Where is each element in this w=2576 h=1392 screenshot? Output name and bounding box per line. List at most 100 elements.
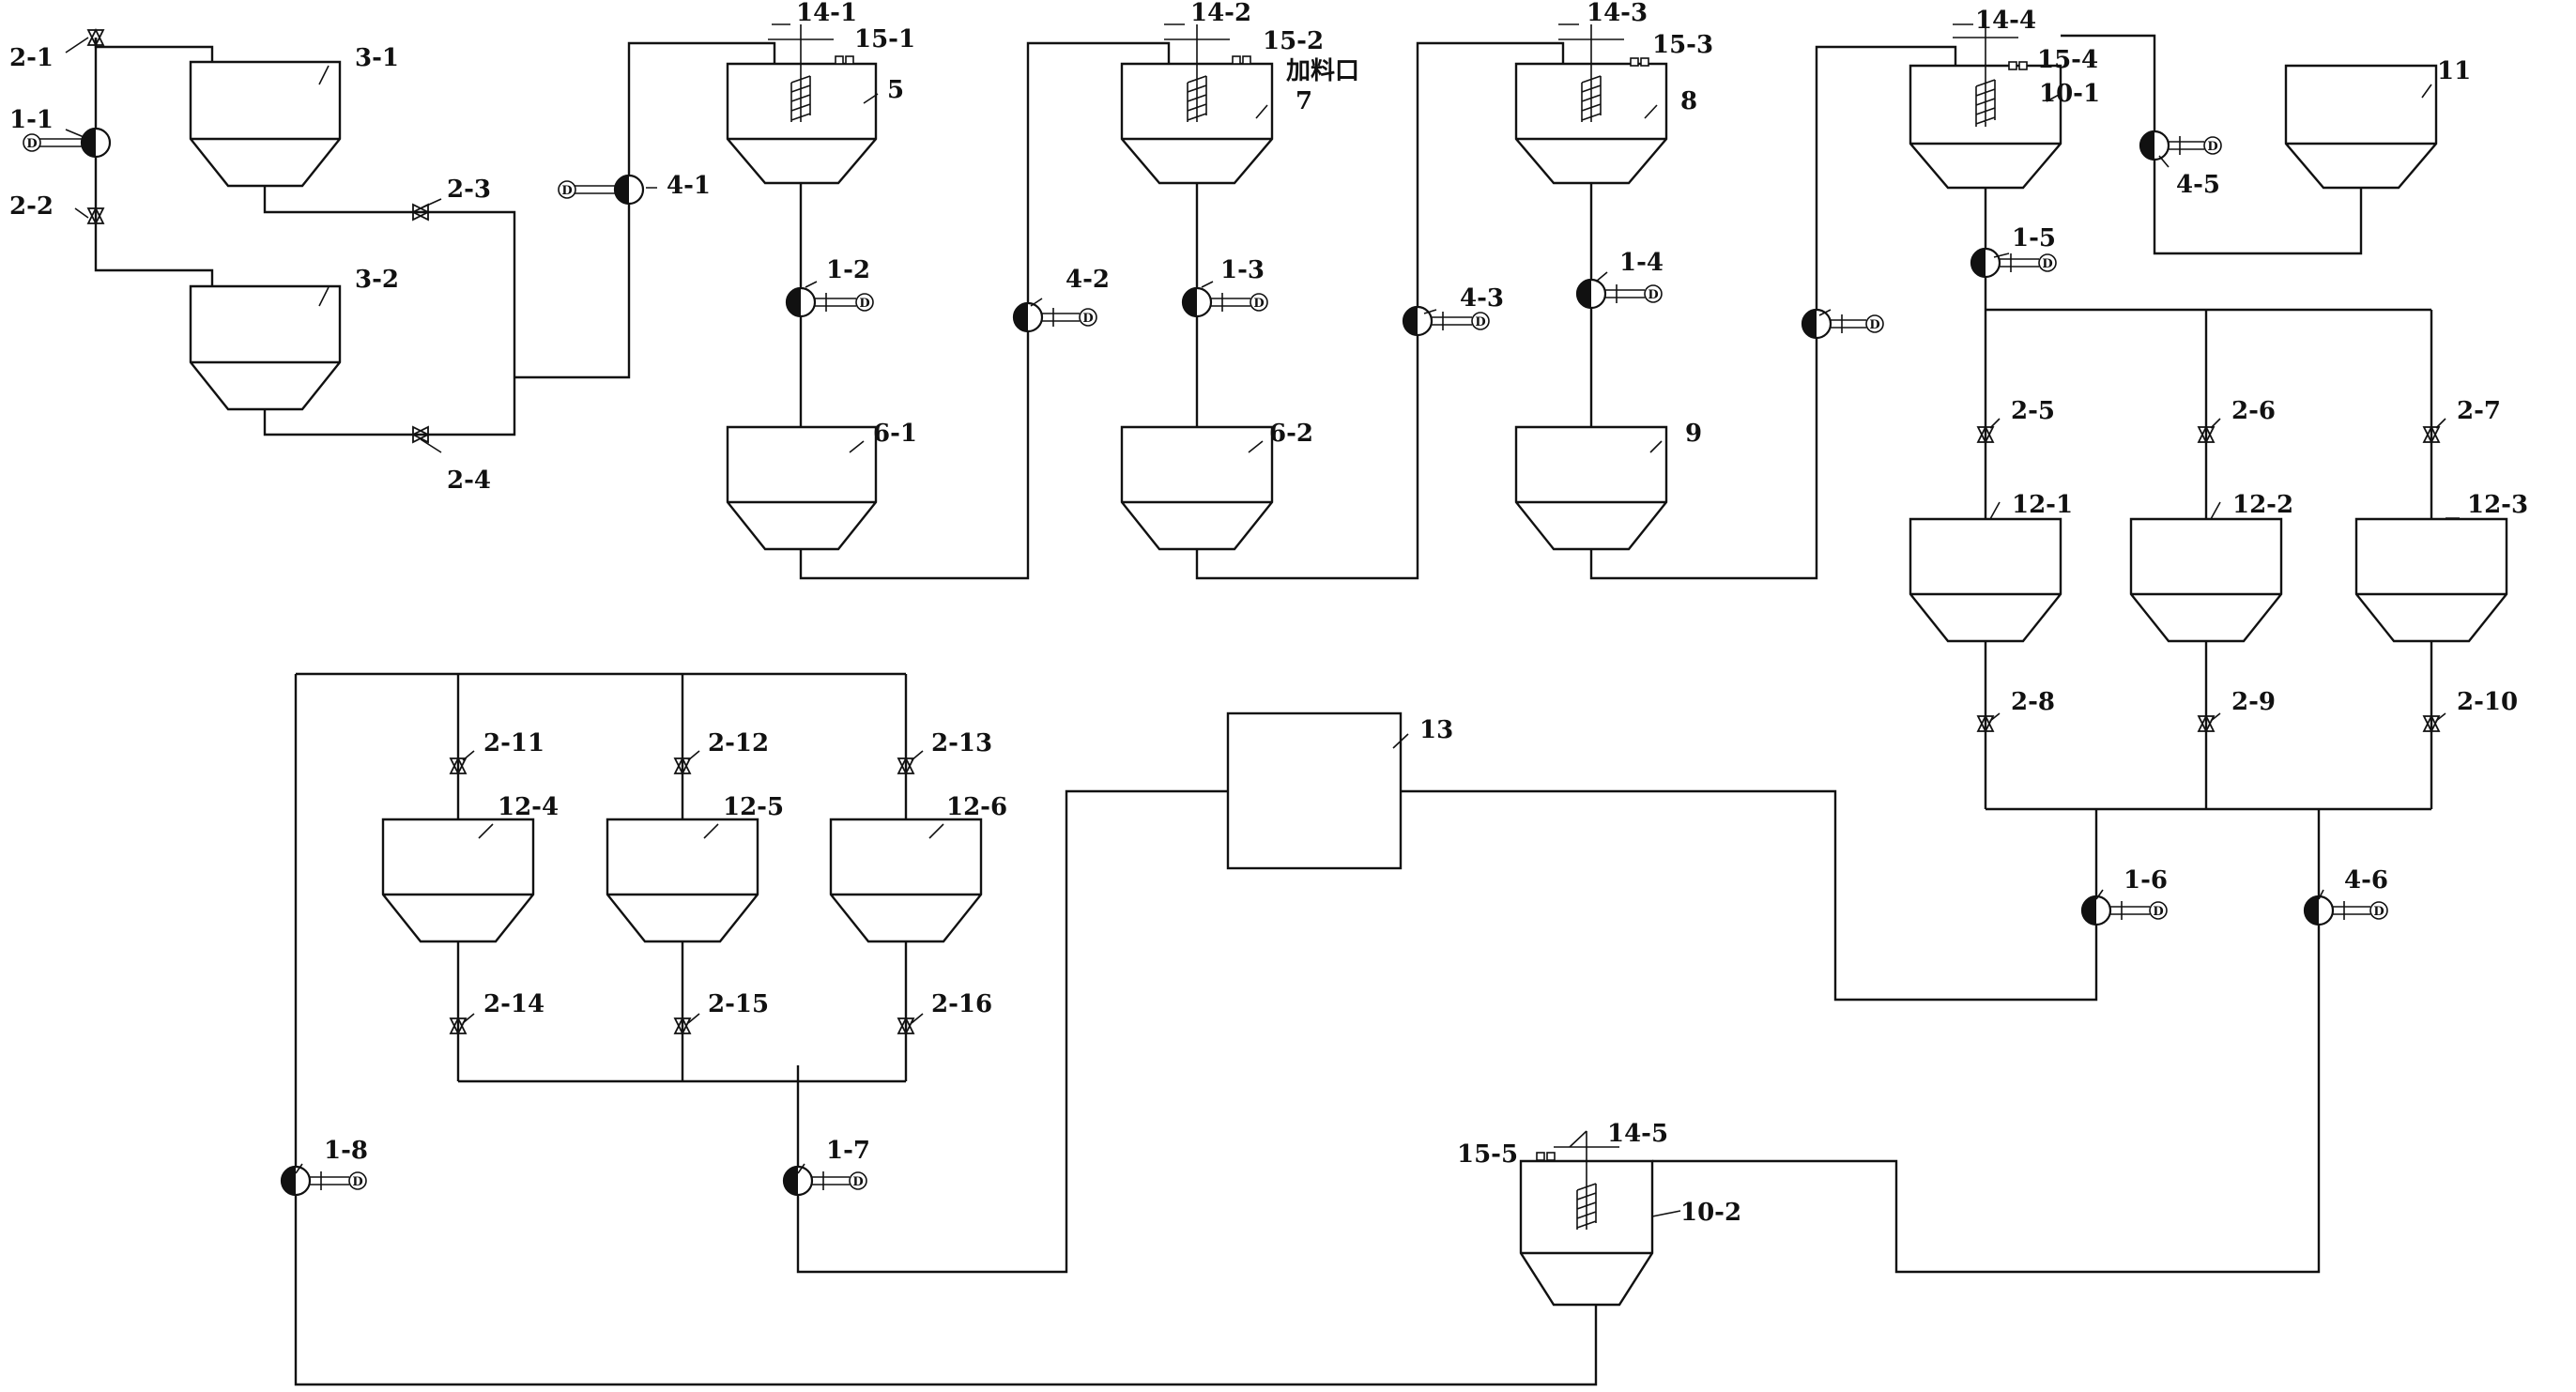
- tank-12-5: [606, 818, 759, 943]
- label-stirrer-14-3: 14-3: [1587, 0, 1648, 27]
- valve-2-5: [1976, 424, 1995, 445]
- label-pump-4-5: 4-5: [2176, 171, 2220, 199]
- label-valve-2-14: 2-14: [483, 990, 544, 1018]
- tank-6-1: [726, 425, 878, 551]
- tank-11: [2284, 64, 2438, 190]
- label-tank-6-1: 6-1: [873, 420, 917, 448]
- agitators: [768, 24, 2028, 1230]
- vessels: [189, 60, 2508, 1307]
- label-valve-2-5: 2-5: [2011, 397, 2055, 425]
- label-tank-12-6: 12-6: [946, 793, 1007, 821]
- motor-letter: D: [561, 184, 572, 198]
- label-stirrer-14-1: 14-1: [796, 0, 857, 27]
- pump-1-4: [1575, 278, 1663, 310]
- motor-letter: D: [26, 137, 37, 151]
- label-sensor-15-4: 15-4: [2037, 46, 2098, 74]
- label-pump-1-2: 1-2: [826, 256, 870, 284]
- label-valve-2-16: 2-16: [931, 990, 992, 1018]
- label-valve-2-12: 2-12: [708, 729, 769, 757]
- labels: 2-1 1-1 2-2 2-3 2-4 3-1 3-2 4-1 14-1 15-…: [9, 0, 2528, 1227]
- label-valve-2-3: 2-3: [447, 176, 491, 204]
- agitator-14-1: [768, 24, 854, 122]
- label-pump-1-8: 1-8: [324, 1137, 368, 1165]
- pump-4-6: [2303, 895, 2388, 926]
- unit-13: [1226, 711, 1403, 870]
- label-pump-1-4: 1-4: [1619, 249, 1664, 277]
- valve-2-14: [449, 1016, 468, 1036]
- pipe-network: [94, 34, 2433, 1386]
- label-valve-2-4: 2-4: [447, 467, 491, 495]
- tank-12-3: [2354, 517, 2508, 643]
- pump-1-8: [280, 1165, 367, 1197]
- tank-10-2: [1519, 1159, 1654, 1307]
- valve-2-11: [449, 756, 468, 776]
- valve-2-10: [2422, 713, 2441, 734]
- label-feed-port: 加料口: [1286, 57, 1359, 85]
- label-sensor-15-5: 15-5: [1457, 1140, 1518, 1169]
- tank-12-6: [829, 818, 983, 943]
- agitator-14-5: [1536, 1131, 1619, 1230]
- label-pump-1-7: 1-7: [826, 1137, 870, 1165]
- agitator-14-2: [1164, 24, 1251, 122]
- sensor-15-1: [835, 55, 844, 65]
- label-stirrer-14-2: 14-2: [1190, 0, 1251, 27]
- pumps: [23, 127, 2388, 1197]
- label-tank-12-3: 12-3: [2467, 491, 2528, 519]
- label-pump-1-1: 1-1: [9, 106, 54, 134]
- valve-2-15: [673, 1016, 692, 1036]
- tank-3-1: [189, 60, 342, 188]
- sensor-15-4: [2008, 61, 2017, 70]
- pipe-3-2-discharge: [263, 377, 516, 436]
- motor-letter: D: [352, 1175, 362, 1189]
- pipe-header-to-pump-4-1: [514, 41, 776, 379]
- pump-1-5: [1970, 247, 2057, 279]
- label-tank-11: 11: [2437, 57, 2471, 85]
- motor-letter: D: [2207, 140, 2217, 154]
- label-valve-2-2: 2-2: [9, 192, 54, 221]
- label-sensor-15-3: 15-3: [1652, 31, 1713, 59]
- tank-6-2: [1120, 425, 1274, 551]
- tank-9: [1514, 425, 1668, 551]
- pipe-10-1-top-to-11: [2061, 34, 2363, 255]
- label-pump-4-6: 4-6: [2344, 866, 2388, 895]
- label-tank-10-1: 10-1: [2039, 80, 2100, 108]
- label-tank-12-1: 12-1: [2012, 491, 2073, 519]
- pump-4-2: [1012, 301, 1097, 333]
- pump-1-3: [1181, 286, 1268, 318]
- label-tank-5: 5: [887, 76, 904, 104]
- label-pump-1-5: 1-5: [2012, 224, 2056, 252]
- motor-letter: D: [1475, 315, 1485, 329]
- pipe-feed-3-1: [94, 38, 214, 62]
- label-valve-2-8: 2-8: [2011, 688, 2055, 716]
- valve-2-6: [2197, 424, 2216, 445]
- label-valve-2-1: 2-1: [9, 44, 54, 72]
- label-tank-10-2: 10-2: [1680, 1199, 1741, 1227]
- label-tank-12-2: 12-2: [2232, 491, 2293, 519]
- label-valve-2-11: 2-11: [483, 729, 544, 757]
- tank-12-4: [381, 818, 535, 943]
- motor-letter: D: [1869, 318, 1879, 332]
- valve-2-1: [86, 27, 105, 48]
- pump-4-4: [1801, 308, 1884, 340]
- pipe-to-13: [1401, 789, 2098, 1002]
- valve-2-13: [897, 756, 915, 776]
- label-tank-12-5: 12-5: [723, 793, 784, 821]
- label-tank-3-1: 3-1: [355, 44, 399, 72]
- tank-12-1: [1909, 517, 2062, 643]
- pump-1-7: [782, 1165, 867, 1197]
- valves: [86, 27, 2441, 1036]
- label-valve-2-6: 2-6: [2231, 397, 2276, 425]
- pump-4-5: [2139, 130, 2222, 161]
- motor-letter: D: [1082, 312, 1093, 326]
- agitator-14-3: [1558, 24, 1649, 122]
- tank-3-2: [189, 284, 342, 411]
- label-pump-4-1: 4-1: [667, 172, 711, 200]
- sensor-15-3: [1630, 57, 1639, 67]
- motor-letter: D: [859, 297, 869, 311]
- label-tank-9: 9: [1685, 420, 1702, 448]
- label-pump-1-3: 1-3: [1220, 256, 1265, 284]
- pipe-3-1-discharge: [263, 186, 516, 377]
- label-pump-4-2: 4-2: [1066, 266, 1110, 294]
